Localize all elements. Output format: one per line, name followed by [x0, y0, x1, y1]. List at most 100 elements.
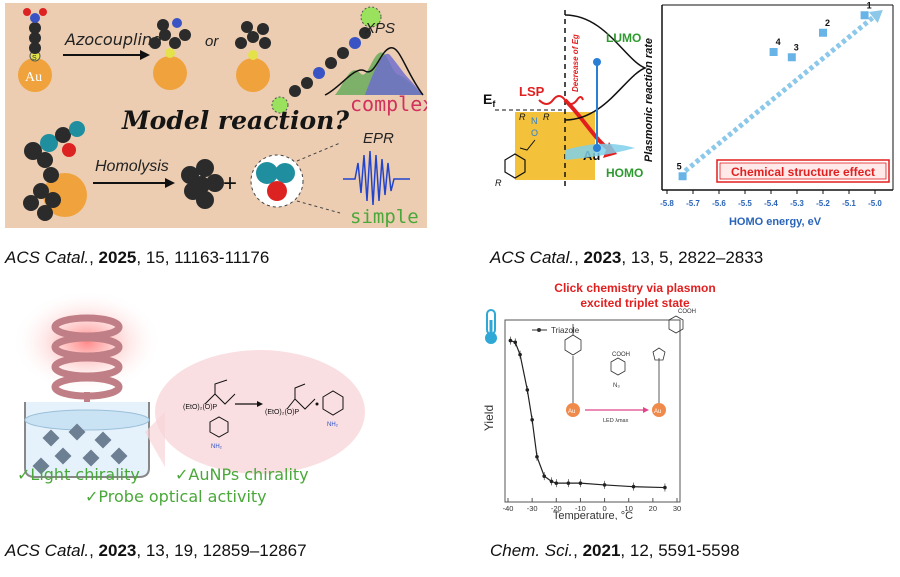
check-light-chirality: ✓Light chirality — [17, 465, 140, 484]
gold-nanoparticle — [153, 56, 187, 90]
complex-label: complex — [350, 92, 427, 116]
au-label: Au — [654, 409, 661, 415]
o-label: O — [531, 128, 538, 138]
xps-peak — [365, 53, 423, 95]
sulfur-label: S — [32, 55, 37, 62]
panel-azocoupling-model-reaction: Au S Azocoupling or XPS — [5, 3, 427, 228]
x-tick-label: -5.5 — [738, 199, 752, 208]
x-tick-label: 10 — [625, 504, 633, 513]
y-axis-label: Yield — [482, 405, 496, 431]
x-tick-label: -40 — [503, 504, 514, 513]
homo-fill — [565, 143, 635, 160]
trend-arrow — [683, 10, 883, 173]
epr-label: EPR — [363, 130, 394, 147]
plot-frame — [504, 319, 681, 503]
au-label: Au — [25, 70, 42, 85]
triazole-line — [510, 340, 665, 489]
x-tick-label: -5.0 — [868, 199, 882, 208]
data-point-3 — [787, 53, 796, 62]
panel-click-chemistry: Click chemistry via plasmon excited trip… — [475, 280, 895, 520]
homolysis-label: Homolysis — [95, 158, 169, 175]
amine-label: NH₂ — [327, 422, 339, 428]
azocoupling-label: Azocoupling — [64, 30, 162, 49]
legend-label: Triazole — [551, 326, 580, 335]
amine-label: NH₂ — [211, 444, 223, 450]
x-tick-label: -5.3 — [790, 199, 804, 208]
gold-nanoparticle — [18, 58, 52, 92]
panel3-graphic: (EtO)₂(O)P NH₂ (EtO)₂(O)P NH₂ ✓Light chi… — [12, 292, 365, 506]
check-aunps-chirality: ✓AuNPs chirality — [175, 465, 309, 484]
y-axis-label: Plasmonic reaction rate — [643, 38, 655, 162]
plus-sign: + — [223, 170, 237, 197]
gold-nanoparticle — [236, 58, 270, 92]
led-label: LED λmax — [603, 418, 629, 424]
x-tick-label: 30 — [673, 504, 681, 513]
point-label: 1 — [867, 0, 872, 10]
triazole-series — [508, 336, 667, 492]
decrease-gap-label: Decrease of Eg — [571, 34, 580, 92]
citation-journal: Chem. Sci. — [490, 541, 574, 560]
cooh-label: COOH — [678, 309, 696, 315]
data-point-1 — [860, 11, 869, 20]
gold-nanoparticles — [32, 423, 128, 475]
reaction-zoom-bubble — [155, 350, 365, 474]
point-label: 2 — [825, 18, 830, 28]
x-tick-label: 0 — [602, 504, 606, 513]
benzene-ring — [504, 153, 526, 179]
citation-year: 2023 — [583, 248, 622, 267]
panel-chirality: (EtO)₂(O)P NH₂ (EtO)₂(O)P NH₂ ✓Light chi… — [5, 292, 425, 514]
oxygen-atom — [39, 8, 47, 16]
cooh-label: COOH — [612, 352, 630, 358]
panel1-graphic: Au S Azocoupling or XPS — [18, 6, 427, 228]
light-glow — [12, 292, 162, 394]
phosphonate-label: (EtO)₂(O)P — [183, 404, 218, 411]
xps-label: XPS — [364, 20, 395, 37]
x-tick-label: -5.4 — [764, 199, 778, 208]
arrowhead — [165, 178, 175, 188]
citation-journal: ACS Catal. — [490, 248, 575, 267]
chiral-light-spiral — [51, 314, 123, 400]
fermi-label: Ef — [483, 91, 496, 109]
point-label: 4 — [776, 37, 781, 47]
nitrogen-atom — [30, 13, 40, 23]
lumo-label: LUMO — [606, 31, 641, 45]
citation-4: Chem. Sci., 2021, 12, 5591-5598 — [490, 541, 740, 560]
panel-plasmonic-reaction-rate: Au Ef LSP LUMO HOMO Decrease of Eg R N R… — [475, 0, 895, 232]
chemical-structure-effect-label: Chemical structure effect — [731, 165, 875, 179]
x-axis-label: Temperature, °C — [553, 510, 633, 520]
chain-end — [271, 96, 289, 114]
au-block — [515, 112, 595, 180]
carbon-atom — [29, 32, 41, 44]
point-label: 3 — [794, 42, 799, 52]
carbon-atom — [29, 42, 41, 54]
lsp-wave — [538, 95, 584, 105]
oxygen-atom — [23, 8, 31, 16]
homo-label: HOMO — [606, 166, 643, 180]
sulfur-atom — [165, 48, 175, 58]
point-label: 5 — [677, 161, 682, 171]
citation-rest: , 13, 19, 12859–12867 — [136, 541, 307, 560]
x-tick-label: -5.2 — [816, 199, 830, 208]
r-label: R — [495, 178, 502, 188]
chart-title-line1: Click chemistry via plasmon — [554, 281, 715, 295]
thermometer-icon — [485, 309, 497, 344]
x-tick-labels: -5.8-5.7-5.6-5.5-5.4-5.3-5.2-5.1-5.0 — [660, 190, 882, 208]
x-tick-label: -5.1 — [842, 199, 856, 208]
trend-arrowhead — [868, 10, 883, 23]
citation-2: ACS Catal., 2023, 13, 5, 2822–2833 — [490, 248, 764, 267]
trend-line — [683, 14, 877, 173]
x-tick-label: -20 — [551, 504, 562, 513]
citation-3: ACS Catal., 2023, 13, 19, 12859–12867 — [5, 541, 307, 560]
citation-journal: ACS Catal. — [5, 248, 90, 267]
zoom-line — [296, 142, 341, 162]
au-label: Au — [568, 409, 575, 415]
xps-envelope — [324, 47, 424, 96]
x-tick-label: -5.8 — [660, 199, 674, 208]
x-tick-label: -5.6 — [712, 199, 726, 208]
azide-label: N₃ — [613, 383, 620, 389]
r-label: R — [543, 112, 550, 122]
phosphonate-label: (EtO)₂(O)P — [265, 409, 300, 416]
citation-rest: , 15, 11163-11176 — [136, 248, 270, 267]
data-point-5 — [678, 172, 687, 181]
